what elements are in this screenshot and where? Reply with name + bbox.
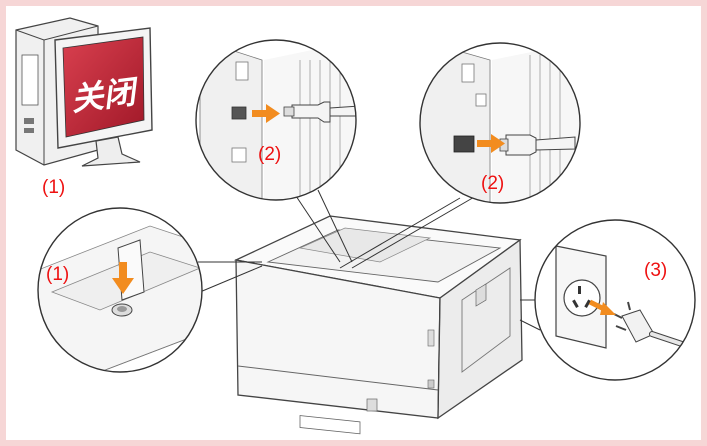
printer-icon [236,216,522,434]
power-switch-callout [38,208,210,372]
power-outlet-icon [556,246,606,348]
usb-cable-callout [196,40,360,230]
step-label-power-plug: (3) [644,260,667,281]
step-label-power-switch: (1) [46,264,69,285]
usb-port [232,107,246,119]
leader-line-plug-2 [520,320,540,330]
step-label-usb: (2) [258,144,281,165]
lan-cable-callout [420,40,590,230]
lan-port [454,136,474,152]
power-plug-callout [535,220,700,380]
step-label-lan: (2) [481,173,504,194]
step-label-computer: (1) [42,177,65,198]
